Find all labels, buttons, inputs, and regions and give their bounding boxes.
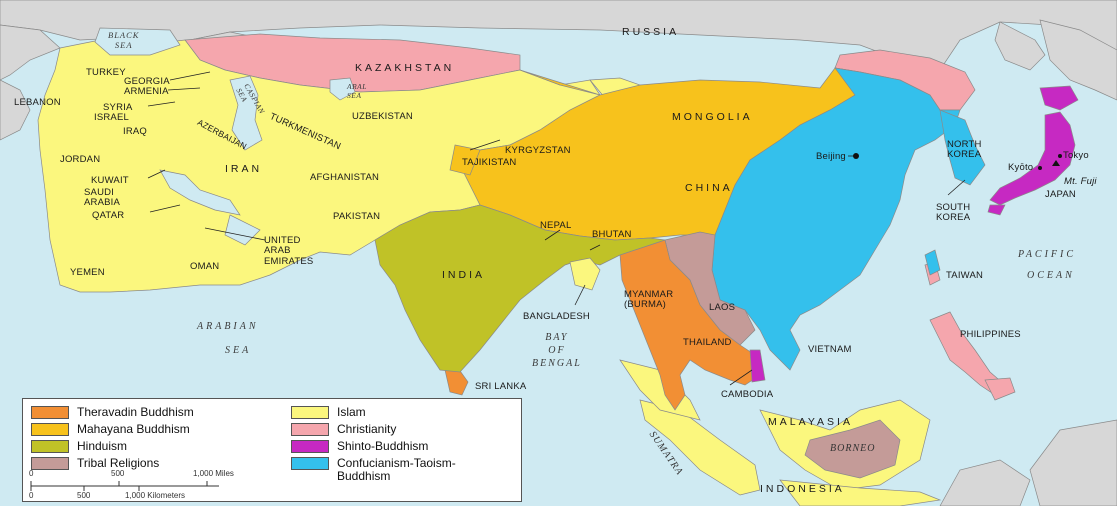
label-arabian-sea-2: SEA (225, 345, 252, 356)
theravadin-regions (444, 239, 761, 411)
legend-swatch (31, 423, 69, 436)
label-beijing: Beijing (816, 151, 846, 162)
legend-item-christianity: Christianity (291, 423, 396, 436)
label-yemen: YEMEN (70, 267, 105, 278)
scale-bar (30, 481, 219, 491)
label-south-korea: SOUTH KOREA (936, 202, 971, 224)
legend-item-mahayana: Mahayana Buddhism (31, 423, 190, 436)
label-kazakhstan: KAZAKHSTAN (355, 62, 455, 74)
label-philippines: PHILIPPINES (960, 329, 1021, 340)
tokyo-dot (1058, 154, 1062, 158)
inland-seas (94, 27, 356, 246)
label-kuwait: KUWAIT (91, 175, 129, 186)
label-lebanon: LEBANON (14, 97, 61, 108)
label-bhutan: BHUTAN (592, 229, 632, 240)
scale-km-500: 500 (77, 491, 91, 500)
legend-item-theravadin: Theravadin Buddhism (31, 406, 194, 419)
legend-label: Shinto-Buddhism (337, 439, 429, 454)
label-pacific-2: OCEAN (1027, 270, 1075, 281)
legend-item-confucian: Confucianism-Taoism- Buddhism (291, 457, 456, 482)
label-saudi-arabia: SAUDI ARABIA (84, 187, 121, 209)
legend-swatch (31, 457, 69, 470)
scale-km-1000: 1,000 Kilometers (125, 491, 186, 500)
label-qatar: QATAR (92, 210, 125, 221)
label-georgia: GEORGIA (124, 76, 170, 87)
label-syria: SYRIA (103, 102, 133, 113)
legend-item-tribal: Tribal Religions (31, 457, 159, 470)
bangladesh-shape (569, 257, 601, 291)
legend-swatch (31, 440, 69, 453)
label-israel: ISRAEL (94, 112, 129, 123)
label-mongolia: MONGOLIA (672, 111, 753, 123)
label-myanmar: MYANMAR (BURMA) (624, 289, 674, 311)
label-laos: LAOS (709, 302, 736, 313)
label-armenia: ARMENIA (124, 86, 169, 97)
hinduism-regions (374, 204, 666, 373)
label-malaysia: MALAYASIA (768, 416, 853, 428)
legend-swatch (291, 423, 329, 436)
label-sri-lanka: SRI LANKA (475, 381, 527, 392)
kyoto-dot (1038, 166, 1042, 170)
label-indonesia: INDONESIA (760, 483, 845, 495)
legend-item-shinto: Shinto-Buddhism (291, 440, 428, 453)
label-kyoto: Kyōto (1008, 162, 1034, 173)
confucian-regions (711, 67, 986, 371)
label-taiwan: TAIWAN (946, 270, 984, 281)
label-jordan: JORDAN (60, 154, 101, 165)
legend-label: Tribal Religions (77, 456, 160, 471)
label-pakistan: PAKISTAN (333, 211, 381, 222)
label-iran: IRAN (225, 163, 263, 175)
label-afghanistan: AFGHANISTAN (310, 172, 380, 183)
legend-item-hinduism: Hinduism (31, 440, 127, 453)
legend-swatch (291, 440, 329, 453)
label-india: INDIA (442, 269, 486, 281)
mt-fuji-marker (1052, 160, 1060, 166)
label-cambodia: CAMBODIA (721, 389, 774, 400)
label-russia: RUSSIA (622, 26, 680, 38)
shinto-regions (749, 85, 1079, 383)
scale-km-0: 0 (29, 491, 34, 500)
label-black-sea: BLACK SEA (108, 30, 140, 51)
label-turkey: TURKEY (86, 67, 126, 78)
beijing-dot (853, 153, 859, 159)
label-tajikistan: TAJIKISTAN (462, 157, 517, 168)
label-kyrgyzstan: KYRGYZSTAN (505, 145, 571, 156)
label-pacific-1: PACIFIC (1018, 249, 1077, 260)
label-mt-fuji: Mt. Fuji (1064, 176, 1097, 187)
legend-label: Hinduism (77, 439, 128, 454)
label-nepal: NEPAL (540, 220, 572, 231)
label-china: CHINA (685, 182, 733, 194)
legend-swatch (291, 406, 329, 419)
label-bangladesh: BANGLADESH (523, 311, 590, 322)
label-iraq: IRAQ (123, 126, 148, 137)
label-bay-of-bengal: BAY OF BENGAL (532, 332, 582, 369)
islam-regions (37, 39, 942, 506)
christianity-regions (184, 33, 1016, 401)
label-vietnam: VIETNAM (808, 344, 852, 355)
label-tokyo: Tokyo (1063, 150, 1089, 161)
label-japan: JAPAN (1045, 189, 1076, 200)
legend-swatch (291, 457, 329, 470)
legend-label: Islam (337, 405, 366, 420)
legend-label: Confucianism-Taoism- Buddhism (337, 456, 456, 483)
legend-label: Mahayana Buddhism (77, 422, 190, 437)
legend-item-islam: Islam (291, 406, 366, 419)
label-uae: UNITED ARAB EMIRATES (264, 235, 314, 267)
legend-label: Theravadin Buddhism (77, 405, 194, 420)
label-uzbekistan: UZBEKISTAN (352, 111, 413, 122)
label-borneo: BORNEO (830, 443, 876, 454)
legend-label: Christianity (337, 422, 397, 437)
legend: Theravadin Buddhism Mahayana Buddhism Hi… (22, 398, 522, 502)
label-aral-sea: ARAL SEA (347, 82, 367, 100)
scale-miles-1000: 1,000 Miles (193, 469, 234, 478)
legend-swatch (31, 406, 69, 419)
label-thailand: THAILAND (683, 337, 732, 348)
label-oman: OMAN (190, 261, 220, 272)
label-north-korea: NORTH KOREA (947, 139, 982, 161)
leader-lines (147, 71, 966, 386)
scale-miles-0: 0 (29, 469, 34, 478)
scale-miles-500: 500 (111, 469, 125, 478)
label-arabian-sea-1: ARABIAN (197, 321, 259, 332)
